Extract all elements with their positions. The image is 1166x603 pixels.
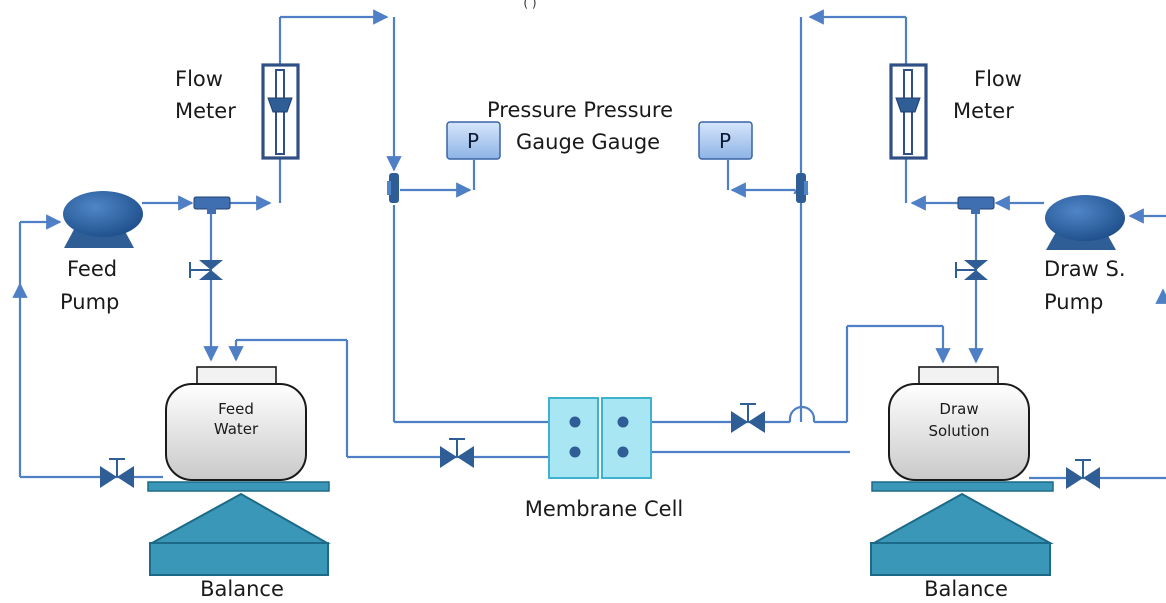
pressure-gauge-label-bottom: Gauge Gauge <box>516 130 660 154</box>
draw-tank-label-1: Draw <box>939 400 978 418</box>
right-flow-meter <box>889 63 928 160</box>
top-mark: ( ) <box>523 0 536 10</box>
left-t-sensor <box>387 173 399 203</box>
draw-pump-icon <box>1045 195 1125 250</box>
left-flow-meter-label-2: Meter <box>175 99 236 123</box>
draw-solution-tank <box>888 366 1030 481</box>
left-flow-meter-label-1: Flow <box>175 67 223 91</box>
right-tee <box>957 196 995 214</box>
left-balance <box>147 481 331 576</box>
feed-pump-icon <box>63 191 143 248</box>
left-gauge-symbol: P <box>467 129 479 153</box>
membrane-cell-label: Membrane Cell <box>525 497 683 521</box>
draw-pump-label-1: Draw S. <box>1044 257 1126 281</box>
feed-pump-label-2: Pump <box>60 290 119 314</box>
right-vertical-valve-icon <box>955 260 988 280</box>
membrane-cell <box>548 397 652 479</box>
pressure-gauge-label-top: Pressure Pressure <box>487 98 673 122</box>
right-outlet-valve-icon <box>1066 459 1100 489</box>
left-vertical-valve-icon <box>189 260 223 280</box>
left-recirc-valve-icon <box>100 458 134 488</box>
balance-right-label: Balance <box>924 577 1008 599</box>
right-t-sensor <box>796 173 808 203</box>
left-flow-meter <box>261 63 300 160</box>
right-balance <box>870 481 1054 576</box>
feed-tank-label-2: Water <box>214 420 259 438</box>
left-piping <box>12 9 566 479</box>
right-pressure-gauge: P <box>698 121 753 160</box>
center-right-valve-icon <box>731 403 765 433</box>
feed-tank-label-1: Feed <box>218 400 254 418</box>
right-gauge-symbol: P <box>719 129 731 153</box>
balance-left-label: Balance <box>200 577 284 599</box>
feed-water-tank <box>165 366 307 481</box>
draw-pump-label-2: Pump <box>1044 290 1103 314</box>
right-flow-meter-label-2: Meter <box>953 99 1014 123</box>
draw-tank-label-2: Solution <box>928 422 989 440</box>
feed-pump-label-1: Feed <box>67 257 117 281</box>
right-flow-meter-label-1: Flow <box>974 67 1022 91</box>
left-pressure-gauge: P <box>446 121 501 160</box>
center-left-valve-icon <box>440 438 474 468</box>
left-tee <box>193 196 231 214</box>
